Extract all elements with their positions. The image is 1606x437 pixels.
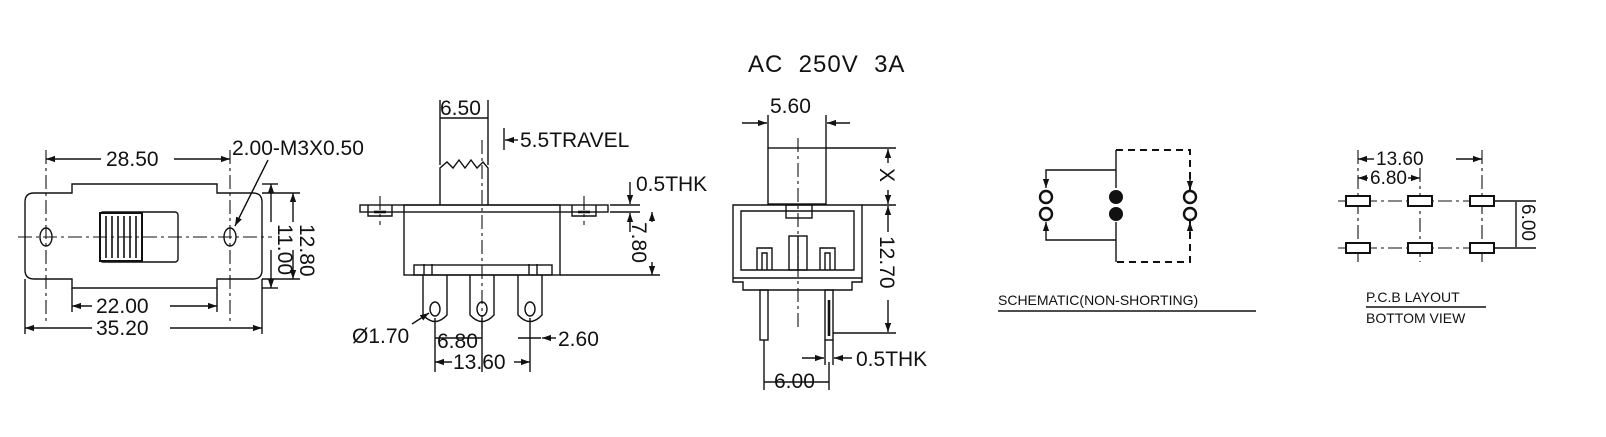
dim-6-80-pcb: 6.80 [1370,168,1407,189]
contact-right-top [1182,189,1198,205]
contact-left-top [1038,189,1054,205]
side-view: 6.50 5.5TRAVEL 0.5THK 7.80 Ø1.70 6.80 2.… [352,97,707,374]
dim-35-20: 35.20 [96,317,149,340]
end-view-actuator [767,147,827,205]
dim-28-50: 28.50 [106,148,159,171]
dim-6-00-end: 6.00 [774,370,815,393]
top-view: 28.50 2.00-M3X0.50 11.00 12.80 22.00 35.… [18,137,364,340]
side-view-flange [359,204,609,213]
dim-7-80: 7.80 [627,222,650,263]
dim-6-00-pcb: 6.00 [1517,204,1538,241]
contact-common-top [1109,190,1123,204]
dim-6-50: 6.50 [440,97,481,120]
side-view-actuator [439,158,489,205]
contact-left-bottom [1038,206,1054,222]
dim-2-60: 2.60 [558,328,599,351]
dim-22-00: 22.00 [96,295,149,318]
dim-13-60-side: 13.60 [453,351,506,374]
dim-12-80: 12.80 [295,224,318,277]
contact-right-bottom [1182,206,1198,222]
pcb-caption-line1: P.C.B LAYOUT [1366,289,1460,305]
dim-5-60: 5.60 [770,95,811,118]
dim-13-60-pcb: 13.60 [1376,149,1424,170]
dim-pin-dia: Ø1.70 [352,325,409,348]
dim-hole-spec: 2.00-M3X0.50 [232,137,364,160]
end-view-housing [732,204,863,291]
schematic: SCHEMATIC(NON-SHORTING) [998,149,1256,312]
dim-x: X [875,168,898,182]
contact-common-bottom [1109,207,1123,221]
dim-6-80: 6.80 [437,330,478,353]
dim-11-00: 11.00 [273,224,296,275]
pcb-caption-line2: BOTTOM VIEW [1366,310,1466,326]
dim-travel: 5.5TRAVEL [520,129,629,152]
dim-pin-thk: 0.5THK [856,348,927,371]
pcb-layout: 13.60 6.80 6.00 P.C.B LAYOUT BOTTOM VIEW [1338,149,1538,326]
dim-12-70: 12.70 [875,236,898,289]
rating-title: AC 250V 3A [748,51,905,78]
dim-flange-thk: 0.5THK [636,173,707,196]
end-view: 5.60 X 12.70 0.5THK 6.00 [732,95,927,393]
schematic-caption: SCHEMATIC(NON-SHORTING) [998,292,1198,308]
top-view-plate [24,183,263,289]
